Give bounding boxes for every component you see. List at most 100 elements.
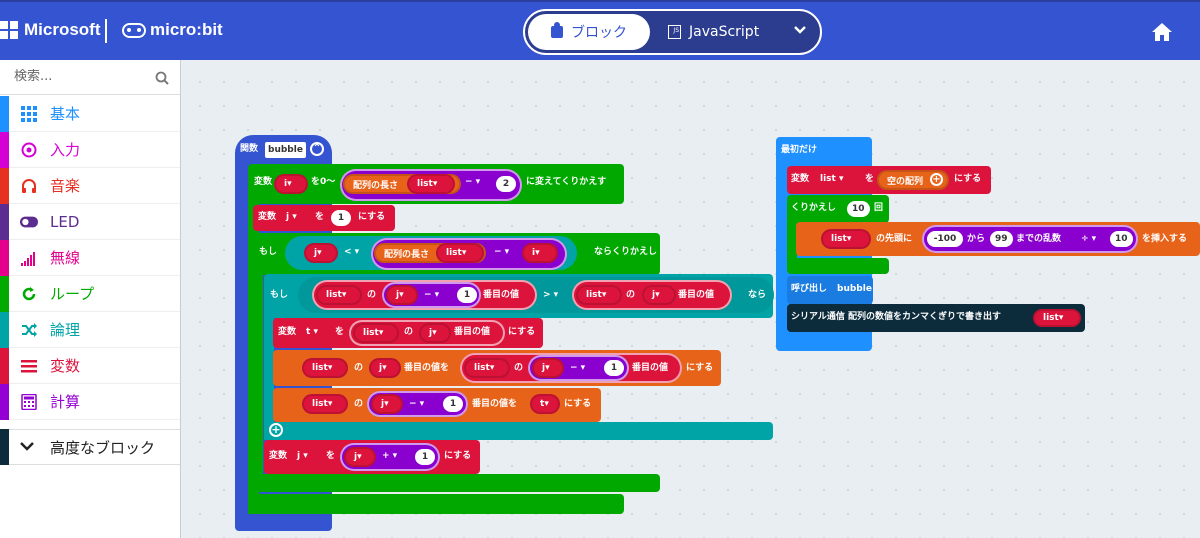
grid-icon	[20, 105, 38, 123]
list-dropdown[interactable]: list	[576, 285, 622, 305]
microsoft-logo[interactable]: Microsoft	[0, 20, 101, 40]
blocks-workspace[interactable]: 関数 bubble ⌃ 変数 i を0〜 配列の長さ list − 2 に変えて…	[182, 60, 1200, 538]
var-t-dropdown[interactable]: t	[306, 328, 318, 337]
var-keyword: 変数	[791, 174, 810, 184]
list-dropdown[interactable]: list	[464, 358, 510, 378]
chevron-up-icon[interactable]: ⌃	[310, 142, 324, 156]
category-led[interactable]: LED	[0, 203, 180, 240]
nth-value-text: 番目の値	[632, 363, 669, 373]
list-dropdown[interactable]: list	[1033, 309, 1081, 327]
tab-blocks[interactable]: ブロック	[528, 14, 650, 50]
var-t-dropdown[interactable]: t	[530, 394, 560, 414]
var-keyword: 変数	[254, 177, 273, 187]
list-dropdown[interactable]: list	[820, 175, 844, 184]
add-item-icon[interactable]: +	[930, 173, 943, 186]
search-icon[interactable]	[155, 70, 169, 85]
var-j-dropdown[interactable]: j	[371, 394, 403, 414]
minus-operator[interactable]: −	[424, 291, 439, 300]
times-text: 回	[874, 203, 884, 213]
set-var-block[interactable]	[253, 205, 395, 231]
category-math[interactable]: 計算	[0, 383, 180, 420]
category-advanced[interactable]: 高度なブロック	[0, 429, 180, 465]
category-variables[interactable]: 変数	[0, 347, 180, 384]
set-text: にする	[444, 451, 472, 461]
set-text: にする	[686, 363, 714, 373]
microbit-logo[interactable]: micro:bit	[122, 20, 223, 40]
repeat-footer	[787, 258, 889, 274]
gt-operator[interactable]: >	[543, 291, 558, 300]
number-input[interactable]: 1	[443, 396, 463, 412]
tab-javascript-label: JavaScript	[689, 24, 760, 40]
nth-value-text: 番目の値	[454, 327, 491, 337]
chevron-down-icon[interactable]	[790, 22, 810, 42]
home-icon[interactable]	[1151, 22, 1173, 42]
minus-operator[interactable]: −	[494, 248, 509, 257]
var-i-dropdown[interactable]: i	[274, 174, 308, 194]
var-i-dropdown[interactable]: i	[522, 243, 558, 263]
list-dropdown[interactable]: list	[302, 394, 348, 414]
array-length-label: 配列の長さ	[384, 249, 430, 260]
category-input[interactable]: 入力	[0, 131, 180, 168]
number-input[interactable]: 1	[331, 210, 351, 226]
var-j-dropdown[interactable]: j	[297, 452, 308, 461]
category-color-bar	[0, 95, 9, 132]
javascript-file-icon: JS	[668, 25, 681, 39]
number-input[interactable]: 1	[415, 449, 435, 465]
var-j-dropdown[interactable]: j	[419, 323, 451, 343]
minus-operator[interactable]: −	[570, 364, 585, 373]
var-j-dropdown[interactable]: j	[642, 285, 676, 305]
var-j-dropdown[interactable]: j	[304, 243, 338, 263]
if-footer	[264, 422, 773, 440]
number-input[interactable]: 1	[457, 287, 477, 303]
number-input[interactable]: 99	[990, 231, 1013, 247]
repeat-block[interactable]	[787, 195, 889, 223]
list-dropdown[interactable]: list	[407, 174, 455, 194]
category-radio[interactable]: 無線	[0, 239, 180, 276]
repeat-arm	[787, 220, 797, 270]
microsoft-brand-text: Microsoft	[24, 20, 101, 39]
refresh-icon	[20, 285, 38, 303]
category-loops[interactable]: ループ	[0, 275, 180, 312]
number-input[interactable]: 10	[1110, 231, 1133, 247]
var-j-dropdown[interactable]: j	[386, 285, 418, 305]
category-logic[interactable]: 論理	[0, 311, 180, 348]
category-color-bar	[0, 429, 9, 465]
number-input[interactable]: 2	[496, 176, 516, 192]
number-input[interactable]: 1	[604, 360, 624, 376]
minus-operator[interactable]: −	[409, 400, 424, 409]
add-else-icon[interactable]: +	[269, 423, 283, 437]
number-input[interactable]: 10	[847, 201, 870, 217]
category-label: LED	[50, 212, 80, 231]
tab-javascript[interactable]: JS JavaScript	[668, 14, 788, 50]
var-j-dropdown[interactable]: j	[344, 447, 376, 467]
category-basic[interactable]: 基本	[0, 95, 180, 132]
category-music[interactable]: 音楽	[0, 167, 180, 204]
var-j-dropdown[interactable]: j	[369, 358, 401, 378]
nth-value-wo-text: 番目の値を	[472, 399, 518, 409]
no-text: の	[514, 363, 524, 373]
var-j-dropdown[interactable]: j	[286, 213, 297, 222]
search-input[interactable]	[14, 69, 144, 84]
divide-operator[interactable]: ÷	[1081, 235, 1096, 244]
signal-bars-icon	[20, 249, 38, 267]
microsoft-squares-icon	[0, 21, 18, 39]
list-dropdown[interactable]: list	[316, 285, 362, 305]
list-dropdown[interactable]: list	[821, 229, 871, 249]
number-input[interactable]: -100	[927, 231, 963, 247]
var-j-dropdown[interactable]: j	[532, 358, 564, 378]
list-dropdown[interactable]: list	[353, 323, 399, 343]
nth-value-text: 番目の値	[678, 290, 715, 300]
minus-operator[interactable]: −	[465, 178, 480, 187]
list-dropdown[interactable]: list	[436, 243, 484, 263]
insert-text: を挿入する	[1142, 234, 1188, 244]
plus-operator[interactable]: +	[382, 452, 397, 461]
call-function-block[interactable]	[787, 276, 873, 304]
category-color-bar	[0, 131, 9, 168]
lt-operator[interactable]: <	[344, 248, 359, 257]
shuffle-icon	[20, 321, 38, 339]
list-dropdown[interactable]: list	[302, 358, 348, 378]
microbit-brand-text: micro:bit	[150, 20, 223, 39]
search-box	[0, 60, 180, 95]
set-text: にする	[358, 212, 386, 222]
function-name-field[interactable]: bubble	[265, 142, 306, 158]
